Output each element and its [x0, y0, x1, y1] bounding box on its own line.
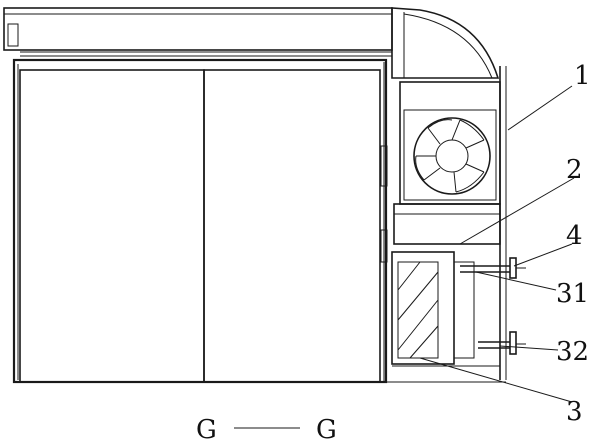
fan-housing — [399, 81, 501, 205]
label-4: 4 — [566, 221, 583, 251]
main-body — [12, 58, 506, 384]
leader-lines — [419, 85, 575, 403]
top-frame — [3, 7, 393, 57]
section-left-letter: G — [196, 415, 217, 445]
right-outer-wall — [499, 66, 507, 380]
label-31: 31 — [556, 279, 589, 309]
air-duct-housing — [391, 7, 500, 79]
label-32: 32 — [556, 337, 589, 367]
pipe-31 — [460, 257, 526, 279]
section-marker: G G — [196, 415, 337, 445]
pipe-32 — [478, 331, 526, 355]
evaporator-chamber — [393, 203, 501, 245]
label-2: 2 — [566, 155, 583, 185]
heat-exchanger — [391, 251, 500, 367]
label-1: 1 — [574, 61, 591, 91]
section-right-letter: G — [316, 415, 337, 445]
label-3: 3 — [566, 397, 583, 427]
